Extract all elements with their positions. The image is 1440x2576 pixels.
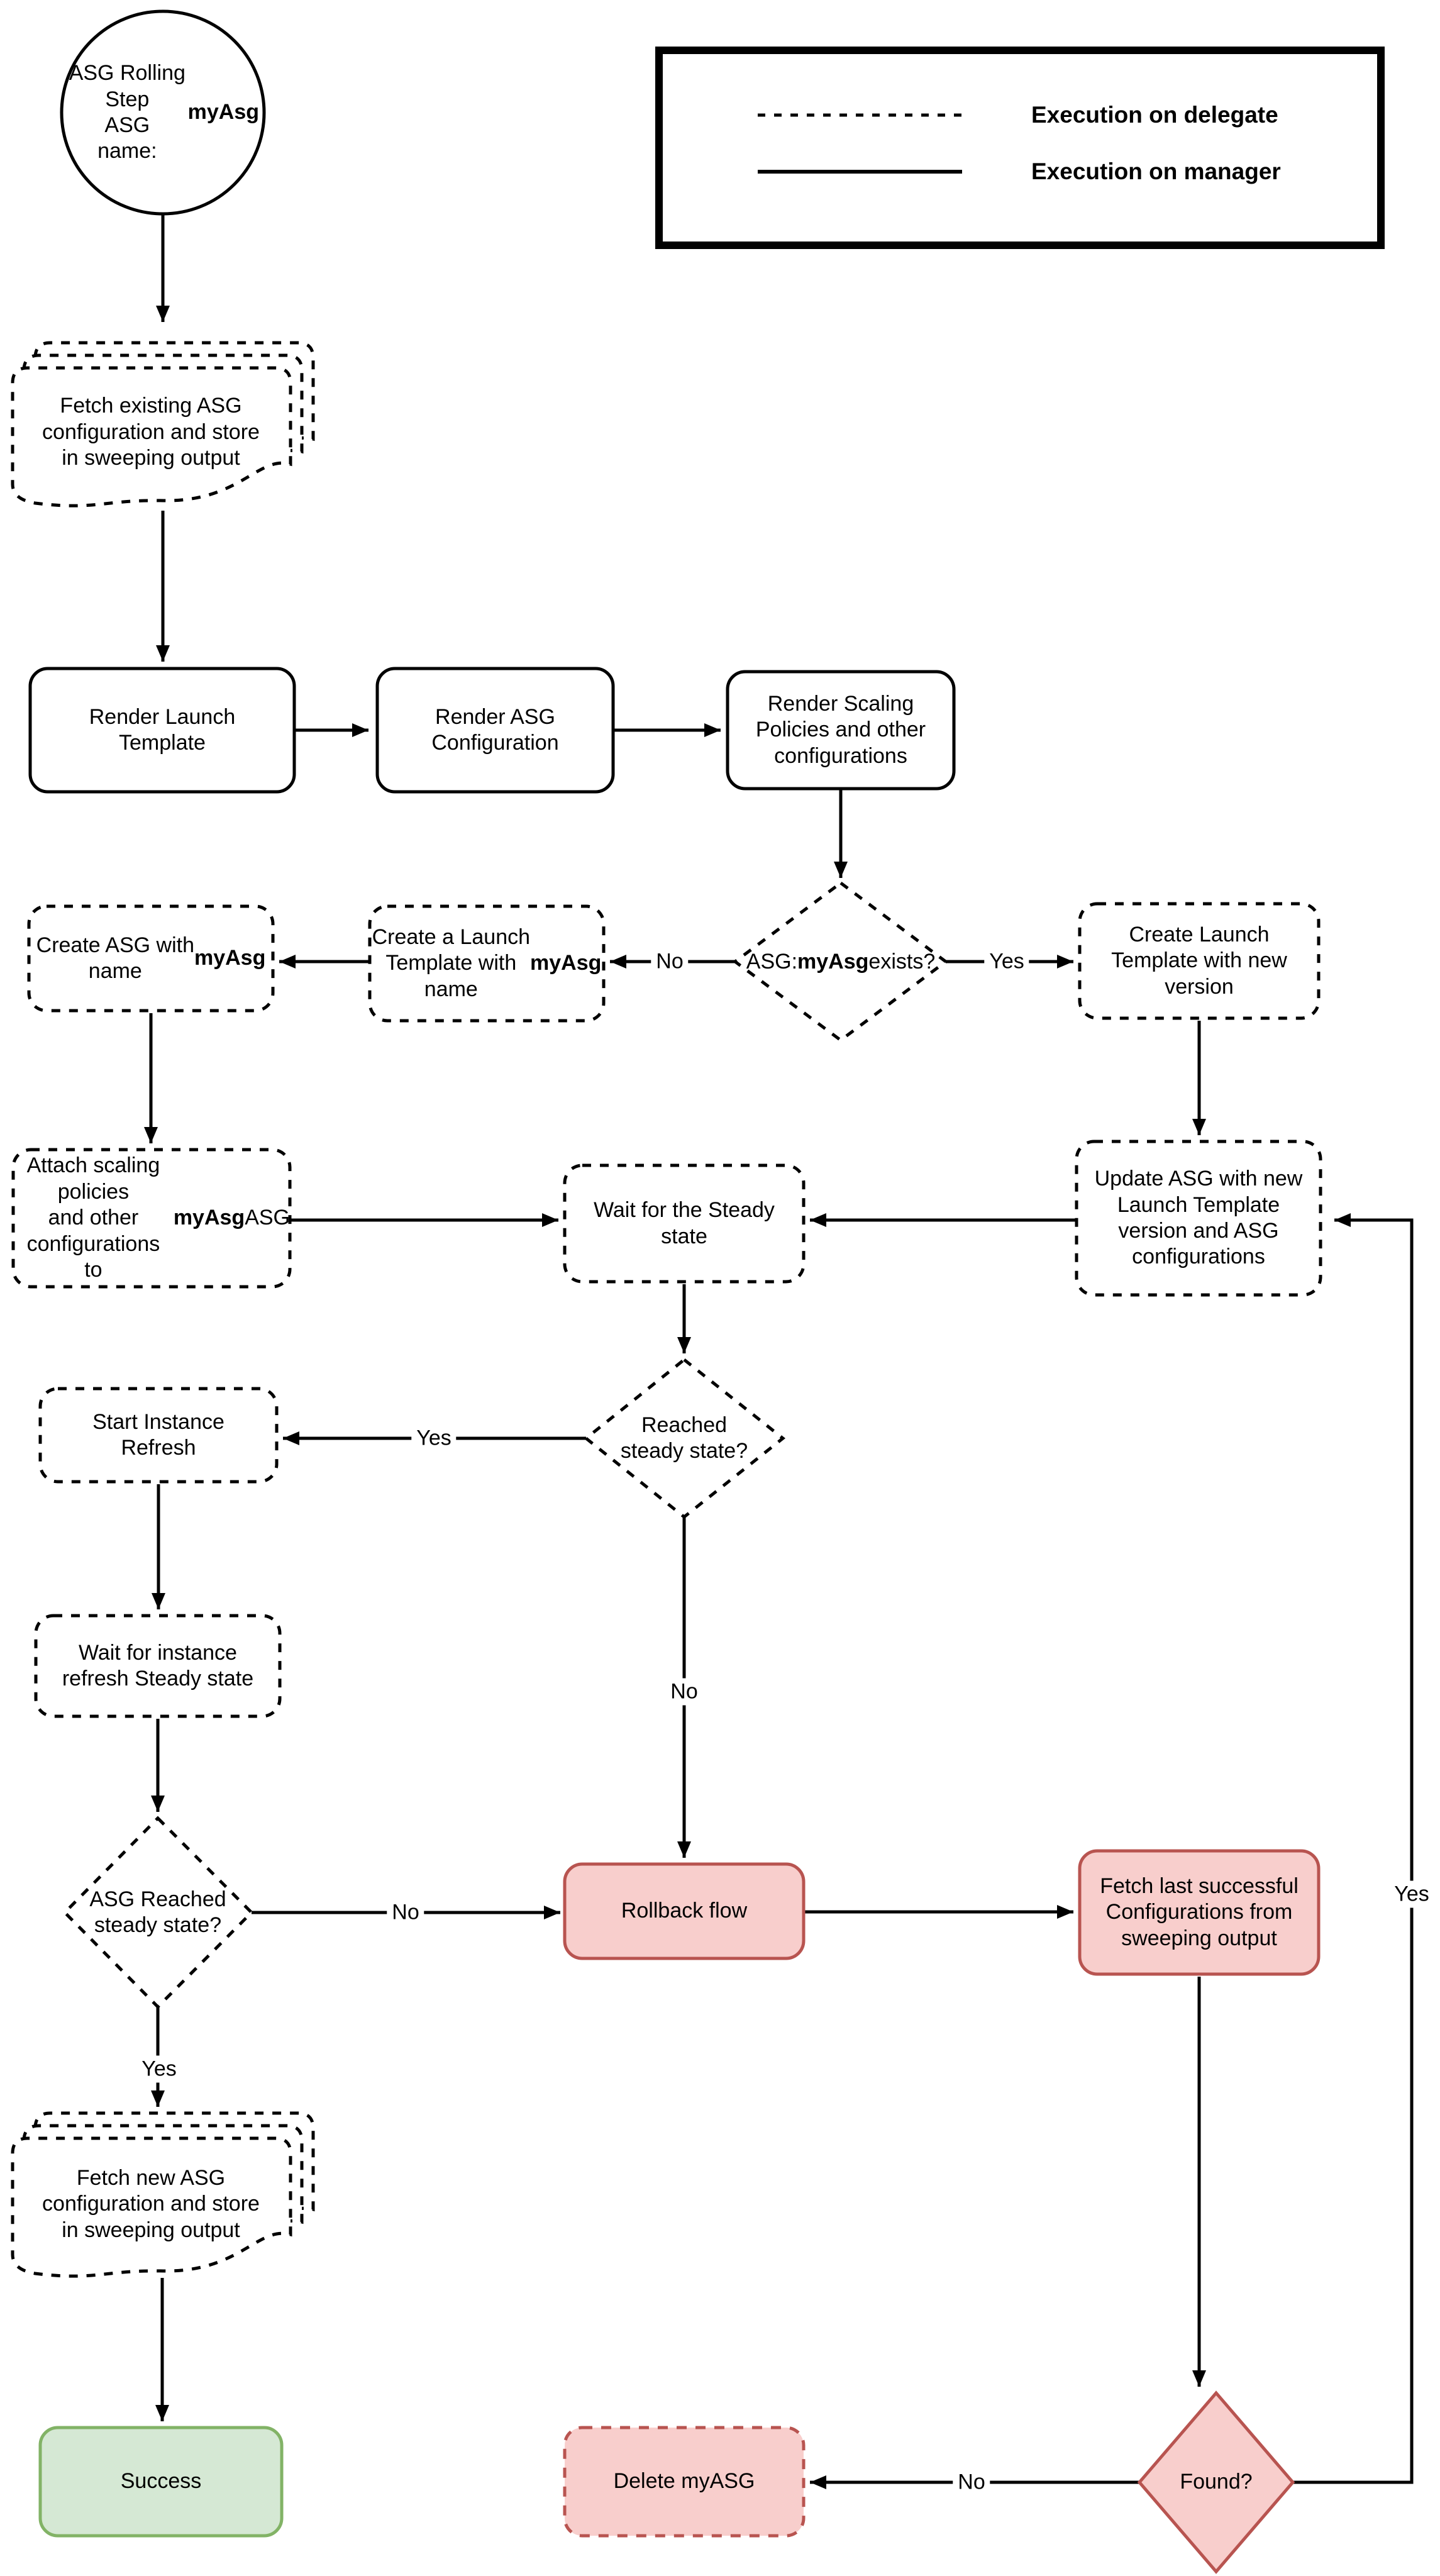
node-reached-steady-label: Reached steady state?	[620, 1413, 748, 1463]
node-fetch-existing-label: Fetch existing ASG configuration and sto…	[42, 394, 260, 470]
node-rollback-label: Rollback flow	[621, 1899, 748, 1923]
node-success	[38, 2426, 284, 2538]
node-asg-exists-label: ASG: myAsg exists?	[746, 950, 936, 974]
edge-label-asg-exists-yes: Yes	[984, 948, 1029, 975]
node-render-launch-template-label: Render Launch Template	[89, 704, 236, 755]
node-reached-steady-diamond	[584, 1357, 786, 1519]
node-render-scaling	[726, 670, 956, 791]
node-wait-steady-label: Wait for the Steady state	[594, 1198, 775, 1248]
node-rollback-flow	[563, 1862, 806, 1960]
node-success-label: Success	[120, 2469, 202, 2494]
node-fetch-last-label: Fetch last successful Configurations fro…	[1100, 1874, 1299, 1950]
node-update-asg	[1075, 1140, 1322, 1297]
node-wait-instance-refresh-label: Wait for instance refresh Steady state	[62, 1640, 254, 1690]
node-delete-myasg	[563, 2426, 806, 2538]
node-create-lt-new-version	[1078, 902, 1321, 1020]
node-render-scaling-label: Render Scaling Policies and other config…	[755, 691, 926, 768]
node-start-circle	[60, 9, 266, 216]
node-render-asg-config-label: Render ASG Configuration	[431, 704, 559, 755]
node-fetch-existing-doc	[11, 341, 315, 508]
node-wait-steady	[563, 1163, 806, 1284]
node-create-asg-label: Create ASG with name myAsg	[36, 933, 266, 983]
node-start-instance-refresh-label: Start Instance Refresh	[92, 1409, 224, 1460]
node-update-asg-label: Update ASG with new Launch Template vers…	[1094, 1167, 1303, 1269]
node-create-launch-template-label: Create a Launch Template with name myAsg	[372, 924, 602, 1001]
node-attach-scaling-label: Attach scaling policies and other config…	[26, 1153, 290, 1282]
legend-delegate-label: Execution on delegate	[1031, 102, 1278, 128]
edge-label-asg-reached-no: No	[387, 1899, 424, 1926]
edge-label-found-no: No	[953, 2468, 990, 2496]
node-render-asg-config	[375, 667, 615, 794]
edge-label-reached-no: No	[665, 1678, 703, 1706]
node-start-label: ASG Rolling Step ASG name: myAsg	[69, 61, 259, 164]
node-found-diamond	[1137, 2390, 1295, 2574]
node-asg-reached-label: ASG Reached steady state?	[89, 1887, 226, 1937]
node-found-label: Found?	[1180, 2470, 1253, 2494]
node-asg-exists-diamond	[732, 880, 949, 1043]
legend-manager-label: Execution on manager	[1031, 158, 1281, 184]
node-create-launch-template	[368, 904, 606, 1023]
node-asg-reached-diamond	[62, 1816, 254, 2009]
node-create-asg	[27, 904, 275, 1013]
node-fetch-new-label: Fetch new ASG configuration and store in…	[42, 2165, 260, 2242]
edge-label-asg-reached-yes: Yes	[136, 2055, 182, 2083]
edge-label-reached-yes: Yes	[411, 1424, 457, 1452]
edge-label-asg-exists-no: No	[651, 948, 689, 975]
node-fetch-new-doc	[11, 2111, 315, 2278]
node-wait-instance-refresh	[34, 1614, 282, 1718]
node-attach-scaling	[11, 1148, 292, 1289]
node-start-instance-refresh	[38, 1387, 279, 1484]
connector-found-yes-loop	[1293, 1213, 1414, 2484]
node-render-launch-template	[28, 667, 296, 794]
node-create-lt-new-version-label: Create Launch Template with new version	[1111, 922, 1287, 999]
legend-box	[655, 47, 1385, 249]
node-delete-myasg-label: Delete myASG	[613, 2469, 755, 2494]
node-fetch-last	[1078, 1849, 1321, 1976]
edge-label-found-yes: Yes	[1389, 1880, 1434, 1908]
